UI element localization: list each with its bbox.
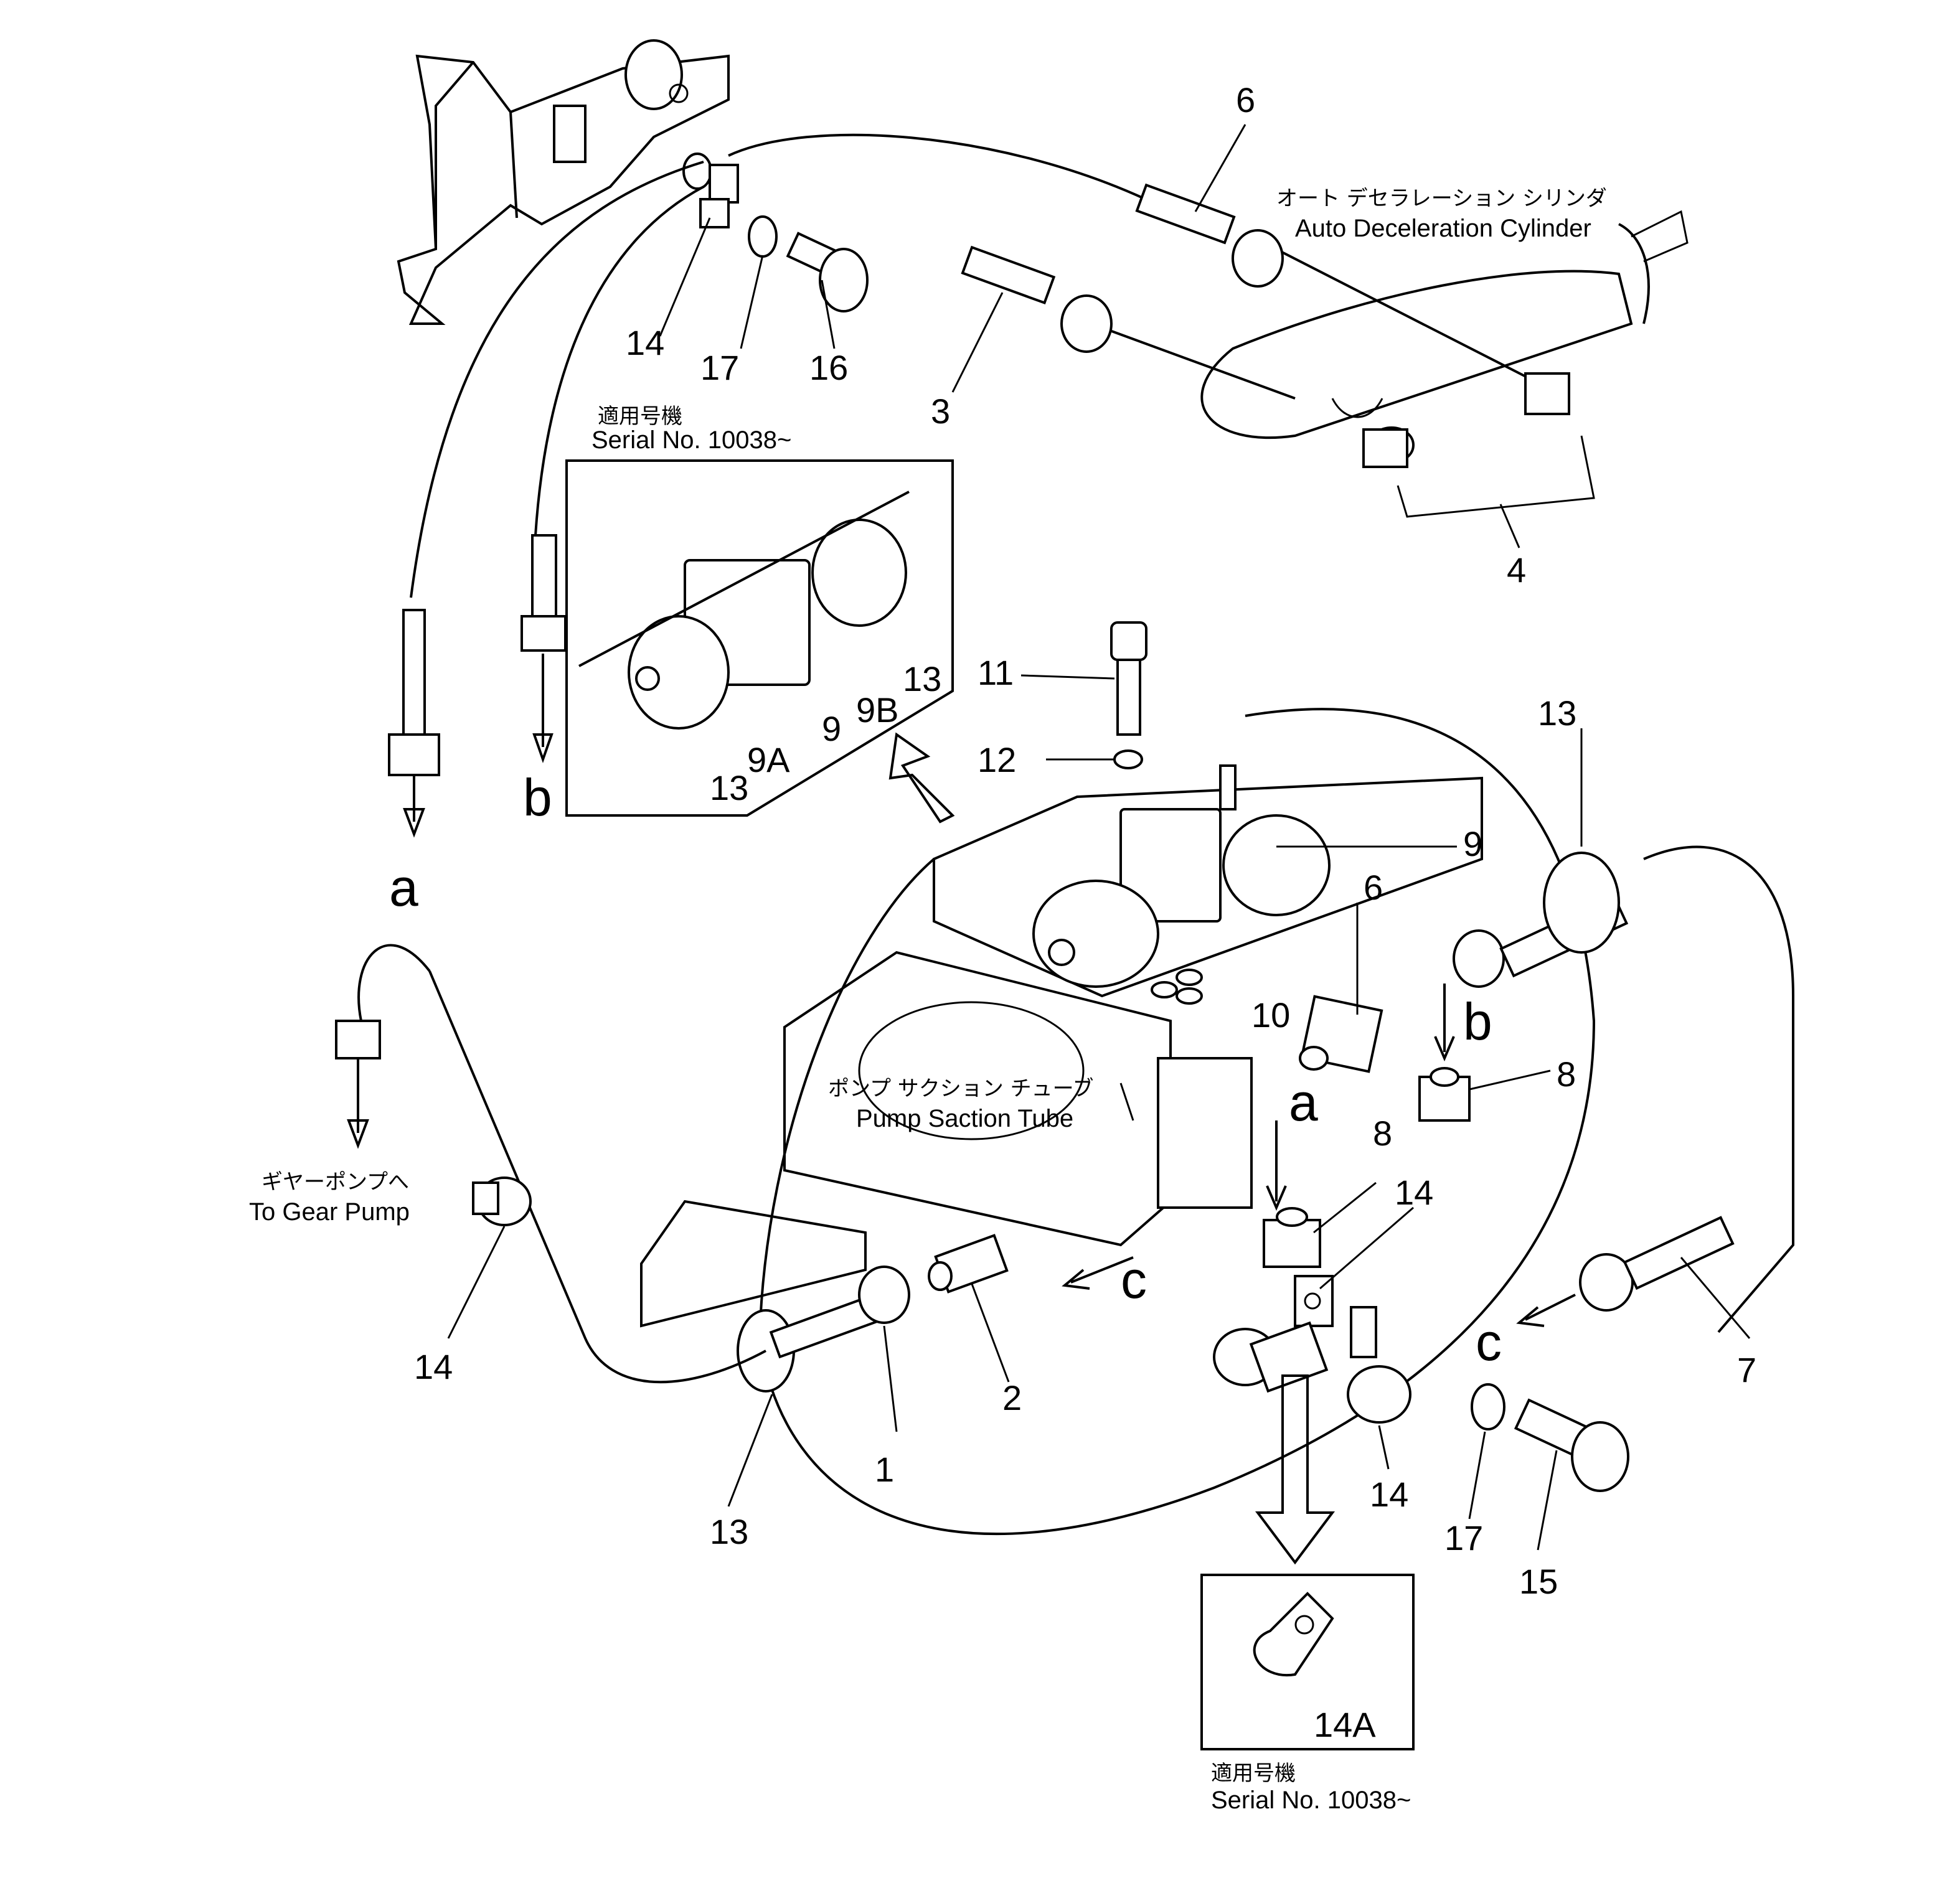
callout-17-lower: 17: [1444, 1518, 1483, 1557]
gear-pump-label-en: To Gear Pump: [249, 1198, 410, 1226]
elbow-8-upper: [1418, 1067, 1471, 1122]
solenoid-valve-9: [933, 764, 1483, 998]
pump-tube-label-en: Pump Saction Tube: [856, 1105, 1073, 1132]
pump-tube-label-jp: ポンプ サクション チューブ: [828, 1076, 1094, 1101]
letter-c-left: c: [1121, 1251, 1147, 1309]
callout-13-inset-right: 13: [903, 659, 941, 698]
inset-detail-box-top: [565, 459, 954, 817]
callout-9-main: 9: [1463, 824, 1482, 863]
callout-13-right: 13: [1538, 693, 1576, 733]
callout-4: 4: [1507, 550, 1526, 589]
valve-block-6: [1157, 995, 1383, 1209]
callout-14-lower-right: 14: [1370, 1475, 1408, 1514]
inset-arrow-top: [888, 732, 955, 824]
letter-b-upper: b: [523, 768, 552, 827]
callout-13-inset-left: 13: [710, 768, 748, 807]
letter-b-right: b: [1463, 992, 1492, 1051]
pump-block: [640, 951, 1172, 1328]
callout-7: 7: [1737, 1350, 1756, 1389]
cylinder-label-jp: オート デセラレーション シリンダ: [1276, 186, 1607, 211]
hose-fitting-1: [737, 1266, 910, 1393]
hose-fitting-b-right: [1453, 852, 1629, 988]
gear-pump-hose: [335, 944, 766, 1384]
right-hose-loop: [1643, 845, 1794, 1333]
callout-9-inset: 9: [822, 709, 841, 748]
callout-9A: 9A: [747, 740, 790, 779]
hose-fitting-7: [1579, 1216, 1735, 1312]
callout-14: 14: [626, 323, 664, 362]
hose-fitting-3: [961, 245, 1113, 353]
callout-labels: 6 14 17 16 3 4 11 12 9 13 6 7 10 8 8 14 …: [414, 80, 1756, 1744]
leader-4: [1397, 435, 1595, 548]
fitting-a-upper: [388, 609, 440, 838]
arrow-b: [1434, 984, 1455, 1062]
hose-lines: [410, 133, 1545, 598]
callout-14A: 14A: [1314, 1705, 1376, 1744]
serial-label-bottom-en: Serial No. 10038~: [1211, 1787, 1411, 1814]
callout-3: 3: [931, 392, 950, 431]
callout-1: 1: [875, 1450, 894, 1489]
inset-detail-box-bottom: [1200, 1574, 1415, 1750]
callout-17: 17: [700, 348, 739, 387]
callout-10: 10: [1251, 995, 1290, 1035]
gear-pump-label-jp: ギヤーポンプへ: [261, 1170, 409, 1195]
auto-deceleration-cylinder: [1200, 210, 1689, 468]
callout-8-lower: 8: [1373, 1114, 1392, 1153]
callout-8-upper: 8: [1557, 1054, 1576, 1094]
serial-label-top-en: Serial No. 10038~: [591, 426, 791, 454]
bolt-16-top: [786, 232, 869, 312]
letter-a-upper: a: [389, 858, 418, 917]
callout-12: 12: [978, 740, 1016, 779]
serial-label-bottom-jp: 適用号機: [1211, 1761, 1296, 1786]
hose-fitting-5: [1135, 183, 1284, 288]
mounting-bracket: [397, 39, 730, 325]
washer-12: [1113, 749, 1143, 769]
callout-14-lower-mid: 14: [1395, 1173, 1433, 1212]
callout-2: 2: [1002, 1378, 1022, 1417]
inset-arrow-bottom: [1255, 1374, 1335, 1565]
serial-label-top-jp: 適用号機: [598, 404, 682, 429]
fitting-2: [928, 1234, 1009, 1294]
letter-c-right: c: [1476, 1313, 1502, 1371]
leader-lines: [447, 124, 1751, 1551]
callout-5: 6: [1236, 80, 1255, 120]
clamp-14-top: [682, 153, 739, 228]
arrow-c-right: [1516, 1294, 1576, 1327]
letter-a-right: a: [1289, 1073, 1318, 1132]
cylinder-label-en: Auto Deceleration Cylinder: [1295, 215, 1591, 242]
arrow-a: [1266, 1120, 1287, 1211]
callout-11: 11: [978, 653, 1014, 692]
callout-16: 16: [809, 348, 848, 387]
clamp-14-lower: [1213, 1275, 1411, 1424]
connection-letters: b a b a c c: [389, 768, 1502, 1371]
elbow-8-lower: [1263, 1207, 1321, 1268]
callout-13-lower: 13: [710, 1512, 748, 1551]
callout-15: 15: [1519, 1562, 1558, 1601]
callout-14-left: 14: [414, 1347, 453, 1386]
fitting-b-upper: [521, 534, 567, 764]
callout-9B: 9B: [856, 690, 899, 730]
washer-17-top: [748, 215, 778, 258]
bolt-15: [1514, 1398, 1629, 1492]
bolt-11: [1110, 621, 1147, 736]
o-rings-10: [1151, 969, 1203, 1005]
arrow-c-left: [1062, 1256, 1134, 1290]
washer-17-lower: [1471, 1383, 1505, 1430]
